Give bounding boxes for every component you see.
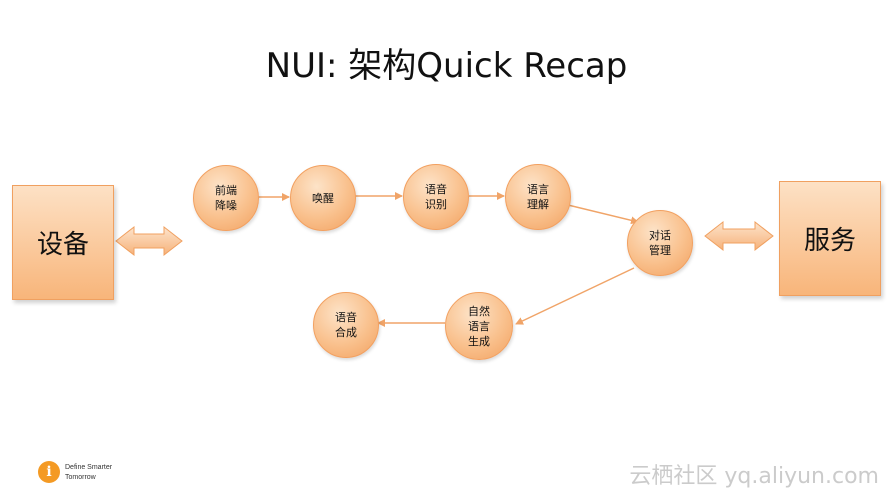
node-speech-recognition: 语音 识别 (403, 164, 469, 230)
node-wake: 唤醒 (290, 165, 356, 231)
brand-tagline: Define Smarter Tomorrow (65, 464, 113, 481)
node-speech-recognition-label: 语音 识别 (425, 183, 447, 211)
node-language-understanding: 语言 理解 (505, 164, 571, 230)
node-frontend-denoise-label: 前端 降噪 (215, 184, 237, 212)
node-speech-synthesis-label: 语音 合成 (335, 311, 357, 339)
slide-title: NUI: 架构Quick Recap (265, 46, 628, 86)
brand-logo-icon: i (38, 461, 60, 483)
arrow-nlu-to-dm (567, 204, 639, 225)
node-nlg-label: 自然 语言 生成 (468, 304, 490, 348)
device-box: 设备 (12, 185, 114, 300)
node-frontend-denoise: 前端 降噪 (193, 165, 259, 231)
node-dialog-management: 对话 管理 (627, 210, 693, 276)
node-language-understanding-label: 语言 理解 (527, 183, 549, 211)
node-nlg: 自然 语言 生成 (445, 292, 513, 360)
watermark: 云栖社区 yq.aliyun.com (629, 464, 879, 489)
node-speech-synthesis: 语音 合成 (313, 292, 379, 358)
node-dialog-management-label: 对话 管理 (649, 229, 671, 257)
device-double-arrow (115, 225, 183, 257)
arrow-dm-to-nlg (515, 267, 635, 325)
service-double-arrow (704, 220, 774, 252)
node-wake-label: 唤醒 (312, 191, 334, 205)
service-box: 服务 (779, 181, 881, 296)
